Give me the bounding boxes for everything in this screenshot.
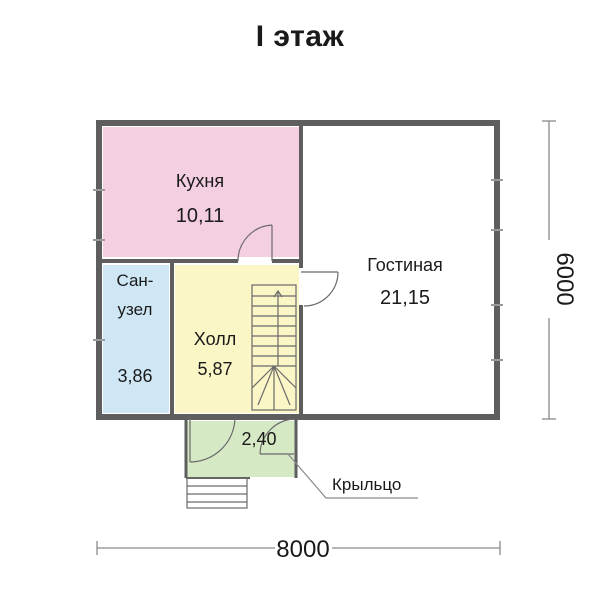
porch-callout-label: Крыльцо <box>332 475 401 494</box>
hall-area: 5,87 <box>197 359 232 379</box>
height-dimension-value: 6000 <box>551 252 578 305</box>
kitchen-fill <box>103 127 299 257</box>
bathroom-name-line2: узел <box>118 300 153 319</box>
porch-fill <box>187 421 295 477</box>
plan-title: I этаж <box>255 20 345 53</box>
bathroom-area: 3,86 <box>117 366 152 386</box>
staircase <box>251 284 297 411</box>
bathroom-name-line1: Сан- <box>117 271 154 290</box>
living-fill <box>303 127 493 413</box>
kitchen-area: 10,11 <box>176 205 225 227</box>
porch-area: 2,40 <box>241 429 276 449</box>
living-area: 21,15 <box>380 287 430 309</box>
living-name: Гостиная <box>367 255 443 275</box>
porch-callout-leader <box>287 453 418 499</box>
porch-steps <box>186 477 248 509</box>
bathroom-fill <box>103 265 169 413</box>
exterior-walls <box>96 120 500 420</box>
hall-name: Холл <box>194 329 236 349</box>
height-dimension-line <box>542 120 556 420</box>
window-marks <box>93 179 503 361</box>
width-dimension-line <box>96 541 501 555</box>
door-swings <box>189 224 339 463</box>
width-dimension-value: 8000 <box>276 536 329 563</box>
interior-walls <box>99 123 303 417</box>
kitchen-name: Кухня <box>176 171 224 191</box>
